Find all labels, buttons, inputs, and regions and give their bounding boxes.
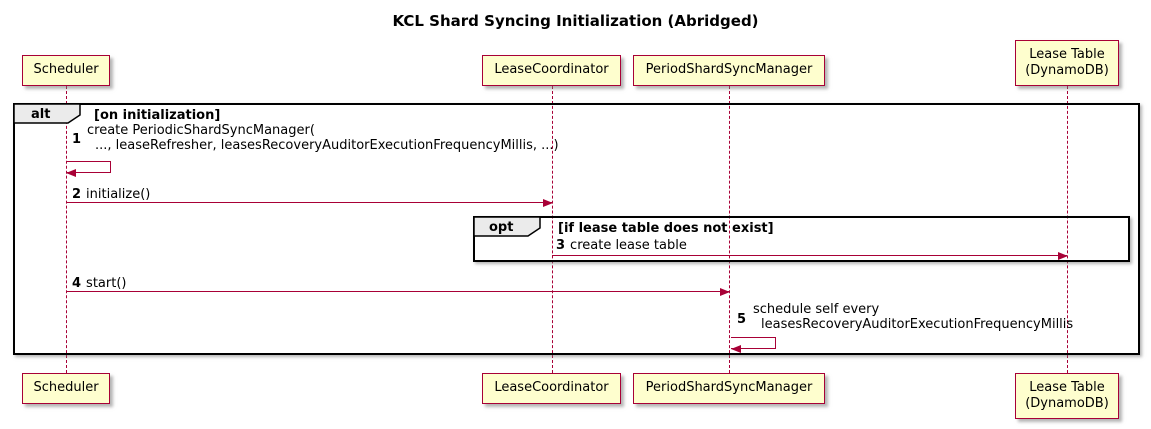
message-4-number: 4 [72,276,82,291]
participant-bottom-lease-coordinator: LeaseCoordinator [482,373,621,404]
participant-label: LeaseCoordinator [494,380,609,396]
message-2-number: 2 [72,187,82,202]
message-5-number: 5 [737,312,747,327]
opt-frame: opt [if lease table does not exist] [473,216,1130,262]
participant-label: LeaseCoordinator [494,62,609,78]
lifeline-lease-coordinator [552,86,553,373]
participant-bottom-period-shard-sync-manager: PeriodShardSyncManager [633,373,825,404]
participant-label: Scheduler [33,62,99,78]
lifeline-lease-table [1067,86,1068,373]
message-1-number: 1 [72,132,82,147]
participant-top-scheduler: Scheduler [22,55,110,86]
message-2-text: initialize() [86,187,151,202]
arrowhead-left-icon [731,345,741,353]
alt-frame: alt [on initialization] [13,103,1140,355]
message-3-arrow [552,251,1068,260]
participant-bottom-scheduler: Scheduler [22,373,110,404]
participant-label: Lease Table (DynamoDB) [1025,46,1109,78]
message-4-text: start() [86,276,127,291]
message-2-label: 2 initialize() [72,187,150,202]
message-2-arrow [66,198,553,207]
message-1-line1: create PeriodicShardSyncManager( [87,123,315,138]
message-4-label: 4 start() [72,276,126,291]
message-1-self-arrow [66,161,111,177]
message-5-line2: leasesRecoveryAuditorExecutionFrequencyM… [761,317,1074,332]
arrowhead-right-icon [720,287,730,296]
lifeline-scheduler [66,86,67,373]
participant-top-lease-table: Lease Table (DynamoDB) [1015,40,1119,86]
message-5-label: schedule self every leasesRecoveryAudito… [753,302,1073,332]
diagram-title: KCL Shard Syncing Initialization (Abridg… [392,12,759,30]
participant-label: PeriodShardSyncManager [645,62,813,78]
message-1-label: create PeriodicShardSyncManager( ..., le… [87,123,559,153]
participant-label: Scheduler [33,380,99,396]
participant-label: Lease Table (DynamoDB) [1025,379,1109,411]
message-5-line1: schedule self every [753,302,880,317]
participant-top-period-shard-sync-manager: PeriodShardSyncManager [633,55,825,86]
participant-bottom-lease-table: Lease Table (DynamoDB) [1015,373,1119,419]
arrowhead-right-icon [1058,251,1068,260]
arrowhead-left-icon [66,169,76,177]
alt-keyword-pentagon [13,103,81,124]
message-3-number: 3 [556,238,566,253]
message-3-text: create lease table [570,238,687,253]
opt-guard: [if lease table does not exist] [558,221,774,236]
alt-guard: [on initialization] [94,108,221,123]
arrowhead-right-icon [543,198,553,207]
message-3-label: 3 create lease table [556,238,687,253]
lifeline-period-shard-sync-manager [729,86,730,373]
participant-label: PeriodShardSyncManager [645,380,813,396]
opt-keyword-pentagon [473,216,541,237]
message-4-arrow [66,287,730,296]
participant-top-lease-coordinator: LeaseCoordinator [482,55,621,86]
opt-keyword: opt [489,220,514,235]
message-5-self-arrow [731,337,776,353]
alt-keyword: alt [31,107,51,122]
message-1-line2: ..., leaseRefresher, leasesRecoveryAudit… [95,138,559,153]
